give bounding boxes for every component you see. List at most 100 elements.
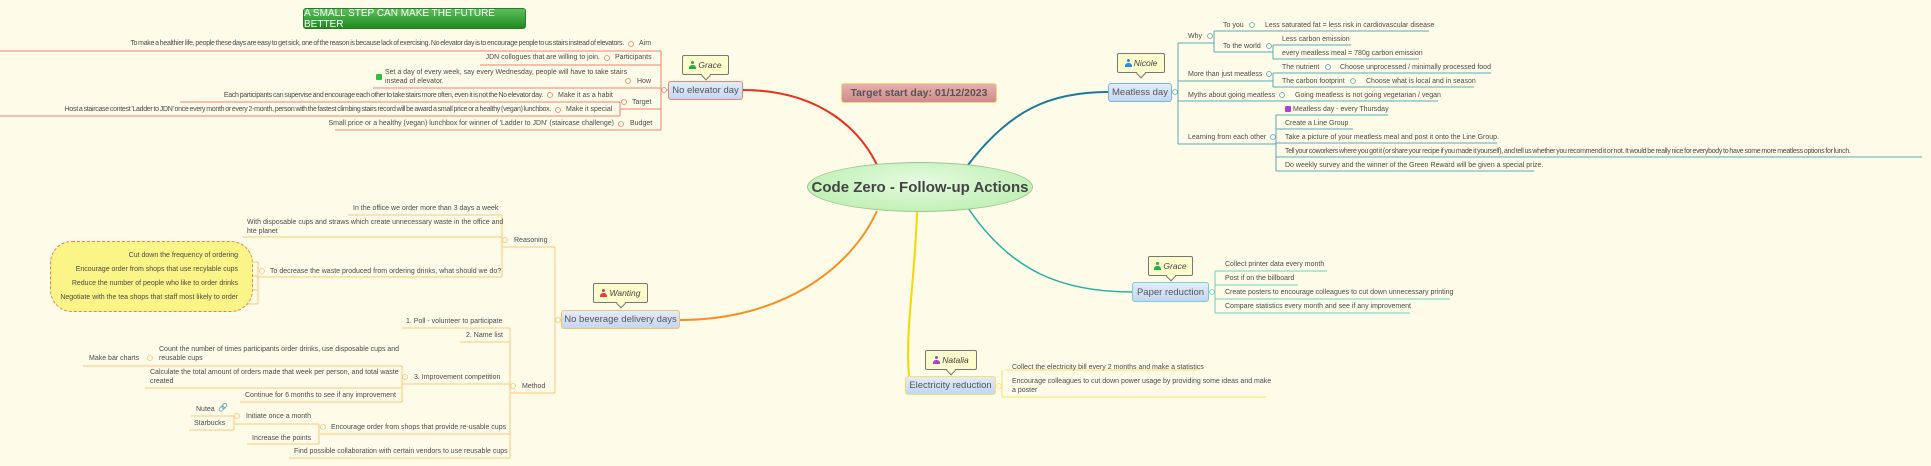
answer-item[interactable]: Cut down the frequency of ordering xyxy=(128,252,238,259)
how-text-line1[interactable]: Set a day of every week, say every Wedne… xyxy=(385,69,628,76)
competition-count-line2[interactable]: reusable cups xyxy=(159,355,203,362)
method-name-list[interactable]: 2. Name list xyxy=(466,332,503,339)
central-topic[interactable]: Code Zero - Follow-up Actions xyxy=(807,162,1033,212)
habit-label[interactable]: Make it as a habit xyxy=(558,92,613,99)
collapse-toggle xyxy=(996,383,1002,389)
owner-callout-natalia[interactable]: Natalia xyxy=(925,350,977,370)
learning-item[interactable]: Tell your coworkers where you got it (or… xyxy=(1285,148,1851,155)
special-label[interactable]: Make it special xyxy=(566,106,613,113)
reasoning-question[interactable]: To decrease the waste produced from orde… xyxy=(270,268,502,275)
why-to-you-text[interactable]: Less saturated fat = less risk in cardio… xyxy=(1265,22,1435,29)
owner-callout-wanting[interactable]: Wanting xyxy=(593,283,648,303)
more-label[interactable]: More than just meatless xyxy=(1188,71,1263,78)
person-icon xyxy=(1154,262,1162,270)
owner-name: Natalia xyxy=(942,355,969,365)
reasoning-office[interactable]: In the office we order more than 3 days … xyxy=(353,205,499,212)
banner-label[interactable]: A SMALL STEP CAN MAKE THE FUTURE BETTER xyxy=(303,8,526,30)
owner-callout-grace[interactable]: Grace xyxy=(682,55,729,75)
competition-continue[interactable]: Continue for 6 months to see if any impr… xyxy=(245,392,396,399)
budget-text[interactable]: Small price or a healthy (vegan) lunchbo… xyxy=(328,120,614,127)
topic-electricity-reduction[interactable]: Electricity reduction xyxy=(905,376,996,395)
more-nutrient-text[interactable]: Choose unprocessed / minimally processed… xyxy=(1340,64,1491,71)
branch-curve-meatless xyxy=(967,91,1109,166)
owner-name: Nicole xyxy=(1133,58,1158,68)
collapse-toggle xyxy=(1209,289,1215,295)
why-to-you[interactable]: To you xyxy=(1223,22,1244,29)
habit-text[interactable]: Each participants can supervise and enco… xyxy=(223,92,543,99)
target-label[interactable]: Target xyxy=(632,99,652,106)
method-collab[interactable]: Find possible collaboration with certain… xyxy=(294,448,508,455)
special-text[interactable]: Host a staircase contest 'Ladder to JDN'… xyxy=(64,106,552,113)
answer-item[interactable]: Encourage order from shops that use recy… xyxy=(75,266,238,273)
method-encourage[interactable]: Encourage order from shops that provide … xyxy=(331,424,507,431)
collapse-toggle xyxy=(402,374,408,380)
competition-bar-charts[interactable]: Make bar charts xyxy=(89,355,140,362)
method-poll[interactable]: 1. Poll - volunteer to participate xyxy=(406,318,503,325)
world-item[interactable]: Less carbon emission xyxy=(1282,36,1350,43)
answer-item[interactable]: Reduce the number of people who like to … xyxy=(71,280,238,287)
topic-no-beverage-delivery-days[interactable]: No beverage delivery days xyxy=(561,310,680,329)
competition-calc-line1[interactable]: Calculate the total amount of orders mad… xyxy=(150,369,399,376)
more-nutrient[interactable]: The nutrient xyxy=(1282,64,1320,71)
how-text-line2[interactable]: instead of elevator. xyxy=(385,78,444,85)
myths-text[interactable]: Going meatless is not going vegetarian /… xyxy=(1295,92,1441,99)
collapse-toggle xyxy=(618,121,624,127)
method-competition[interactable]: 3. Improvement competition xyxy=(414,374,501,381)
more-footprint-text[interactable]: Choose what is local and in season xyxy=(1366,78,1476,85)
learning-item[interactable]: Take a picture of your meatless meal and… xyxy=(1285,134,1500,141)
world-item[interactable]: every meatless meal = 780g carbon emissi… xyxy=(1282,50,1423,57)
branch-curve-electricity xyxy=(907,211,918,377)
collapse-toggle xyxy=(625,78,631,84)
collapse-toggle xyxy=(234,413,240,419)
electricity-collect[interactable]: Collect the electricity bill every 2 mon… xyxy=(1012,364,1204,371)
paper-item[interactable]: Create posters to encourage colleagues t… xyxy=(1225,289,1454,296)
method-label[interactable]: Method xyxy=(522,383,546,390)
learning-item[interactable]: Do weekly survey and the winner of the G… xyxy=(1285,162,1544,169)
participants-text[interactable]: JDN collogues that are willing to join. xyxy=(485,54,600,61)
reasoning-disposable-line2[interactable]: hte planet xyxy=(247,228,278,235)
paper-item[interactable]: Post if on the billboard xyxy=(1225,275,1295,282)
competition-count-line1[interactable]: Count the number of times participants o… xyxy=(159,346,400,353)
collapse-toggle xyxy=(259,268,265,274)
why-to-world[interactable]: To the world xyxy=(1223,43,1261,50)
topic-no-elevator-day[interactable]: No elevator day xyxy=(668,81,743,100)
topic-meatless-day[interactable]: Meatless day xyxy=(1108,83,1172,102)
link-icon[interactable]: 🔗 xyxy=(218,403,228,412)
collapse-toggle xyxy=(555,317,561,323)
paper-item[interactable]: Collect printer data every month xyxy=(1225,261,1325,268)
answer-item[interactable]: Negotiate with the tea shops that staff … xyxy=(60,294,238,301)
reasoning-disposable-line1[interactable]: With disposable cups and straws which cr… xyxy=(247,219,504,226)
shop-starbucks[interactable]: Starbucks xyxy=(194,420,226,427)
aim-text[interactable]: To make a healthier life, people these d… xyxy=(130,40,624,47)
branch-curve-elevator xyxy=(742,89,878,166)
why-label[interactable]: Why xyxy=(1188,33,1202,40)
collapse-toggle xyxy=(621,99,627,105)
owner-callout-grace[interactable]: Grace xyxy=(1148,256,1193,276)
topic-paper-reduction[interactable]: Paper reduction xyxy=(1132,282,1209,302)
learning-label[interactable]: Learning from each other xyxy=(1188,134,1267,141)
target-start-day[interactable]: Target start day: 01/12/2023 xyxy=(841,83,997,103)
myths-label[interactable]: Myths about going meatless xyxy=(1188,92,1276,99)
branch-curve-paper xyxy=(967,207,1133,293)
encourage-initiate[interactable]: Initiate once a month xyxy=(246,413,311,420)
learning-item[interactable]: Create a Line Group xyxy=(1285,120,1349,127)
collapse-toggle xyxy=(147,355,153,361)
learning-item[interactable]: Meatless day - every Thursday xyxy=(1293,106,1389,113)
electricity-encourage-line2[interactable]: a poster xyxy=(1012,387,1038,394)
aim-label[interactable]: Aim xyxy=(639,40,652,47)
paper-item[interactable]: Compare statistics every month and see i… xyxy=(1225,303,1411,310)
competition-calc-line2[interactable]: created xyxy=(150,378,174,385)
more-footprint[interactable]: The carbon footprint xyxy=(1282,78,1345,85)
owner-callout-nicole[interactable]: Nicole xyxy=(1117,53,1165,73)
how-label[interactable]: How xyxy=(637,78,652,85)
reasoning-label[interactable]: Reasoning xyxy=(514,237,548,244)
participants-label[interactable]: Participants xyxy=(615,54,652,61)
shop-nutea[interactable]: Nutea xyxy=(196,406,215,413)
collapse-toggle xyxy=(604,55,610,61)
owner-name: Wanting xyxy=(609,288,641,298)
encourage-increase[interactable]: Increase the points xyxy=(252,435,312,442)
person-icon xyxy=(1124,59,1132,67)
calendar-icon xyxy=(1285,106,1291,112)
budget-label[interactable]: Budget xyxy=(630,120,653,127)
electricity-encourage-line1[interactable]: Encourage colleagues to cut down power u… xyxy=(1012,378,1272,385)
